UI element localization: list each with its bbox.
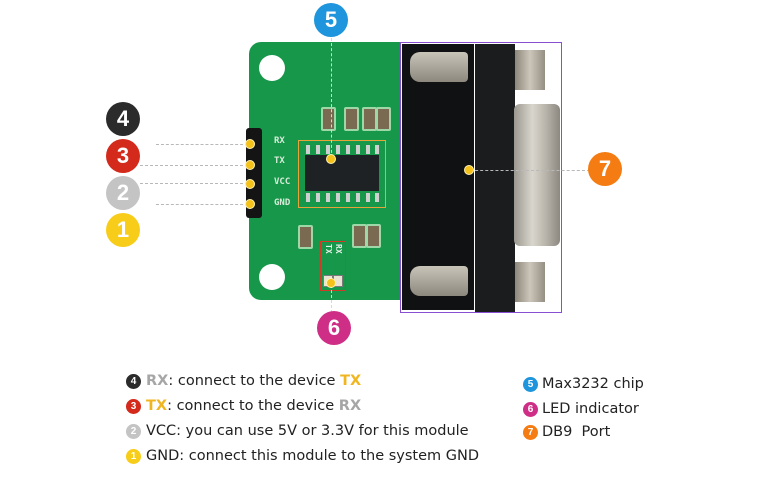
callout-badge-7: 7 [588,152,622,186]
legend-badge-5: 5 [523,376,538,392]
max3232-chip [305,155,379,191]
legend-item-gnd: 1 GND: connect this module to the system… [126,448,479,464]
legend-badge-4: 4 [126,373,141,389]
legend-badge-3: 3 [126,398,141,414]
legend-tx-target: RX [338,398,362,414]
callout-badge-1: 1 [106,213,140,247]
legend-badge-6: 6 [523,401,538,417]
smd-component [298,225,313,249]
legend-badge-2: 2 [126,423,141,439]
db9-marker [464,165,474,175]
led-label-tx: TX [324,244,333,254]
db9-port-highlight [400,42,562,313]
legend-item-tx: 3 TX: connect to the device RX [126,398,361,414]
db9-housing [402,44,474,310]
db9-hex-standoff [515,262,545,302]
db9-screw [410,266,468,296]
legend-gnd-text: GND: connect this module to the system G… [146,448,480,464]
leader-line-5 [331,38,332,158]
pin-label-vcc: VCC [274,177,291,187]
legend-led-text: LED indicator [542,401,639,417]
legend-rx-target: TX [340,373,362,389]
legend-item-db9: 7 DB9 Port [523,424,610,440]
legend-rx-text: : connect to the device [168,373,341,389]
pin-marker-vcc [245,179,255,189]
pin-marker-rx [245,139,255,149]
leader-line-1 [156,204,248,205]
smd-component [321,107,336,131]
leader-line-2 [140,183,248,184]
smd-component [366,224,381,248]
legend-db9-text: DB9 Port [542,424,611,440]
legend-item-chip: 5 Max3232 chip [523,376,644,392]
legend-item-led: 6 LED indicator [523,401,639,417]
legend-item-vcc: 2 VCC: you can use 5V or 3.3V for this m… [126,423,469,439]
callout-badge-4: 4 [106,102,140,136]
legend-chip-text: Max3232 chip [542,376,644,392]
pin-marker-gnd [245,199,255,209]
smd-component [352,224,367,248]
callout-badge-5: 5 [314,3,348,37]
legend-vcc-text: VCC: you can use 5V or 3.3V for this mod… [146,423,469,439]
db9-flange [475,44,515,312]
callout-badge-6: 6 [317,311,351,345]
max3232-chip-highlight [298,140,386,208]
db9-shell [514,104,560,246]
legend-tx-text: : connect to the device [167,398,339,414]
smd-component [344,107,359,131]
chip-marker [326,154,336,164]
pin-label-tx: TX [274,156,285,166]
legend-badge-1: 1 [126,448,141,464]
pin-label-rx: RX [274,136,285,146]
pin-label-gnd: GND [274,198,291,208]
pin-marker-tx [245,160,255,170]
led-label-rx: RX [334,244,343,254]
leader-line-7 [470,170,590,171]
mounting-hole [259,55,285,81]
legend-badge-7: 7 [523,424,538,440]
leader-line-4 [156,144,248,145]
led-marker [326,278,336,288]
callout-badge-2: 2 [106,176,140,210]
leader-line-3 [140,165,248,166]
legend-item-rx: 4 RX: connect to the device TX [126,373,361,389]
callout-badge-3: 3 [106,139,140,173]
legend-rx-label: RX [146,373,169,389]
db9-screw [410,52,468,82]
legend-tx-label: TX [146,398,168,414]
db9-hex-standoff [515,50,545,90]
smd-component [376,107,391,131]
pin-header [246,128,262,218]
leader-line-6 [331,285,332,313]
smd-component [362,107,377,131]
mounting-hole [259,264,285,290]
